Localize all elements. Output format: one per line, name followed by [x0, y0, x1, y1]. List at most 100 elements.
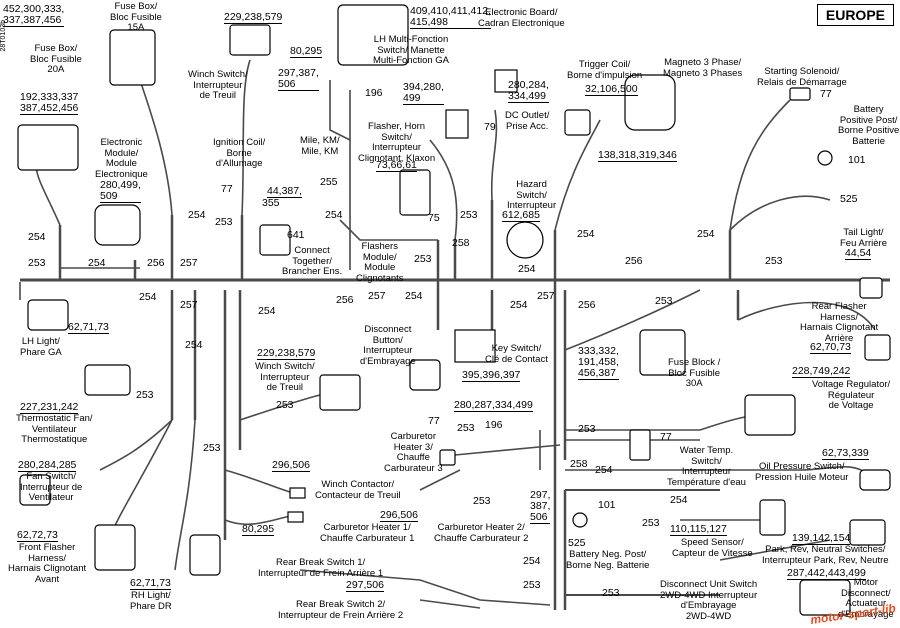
label-lh-multi-function: LH Multi-Fonction Switch/ Manette Multi-…: [373, 34, 450, 66]
wire-number: 254: [28, 231, 46, 243]
label-fuse-box-20a: Fuse Box/ Bloc Fusible 20A: [30, 43, 82, 75]
part-numbers: 62,71,73: [68, 321, 109, 334]
wire-number: 254: [188, 209, 206, 221]
part-numbers: 138,318,319,346: [598, 149, 677, 162]
wire-number: 253: [578, 423, 596, 435]
wire-number: 256: [336, 294, 354, 306]
label-starting-solenoid: Starting Solenoid/ Relais de Démarrage: [757, 66, 847, 88]
wire-number: 254: [523, 555, 541, 567]
wire-number: 196: [365, 87, 383, 99]
label-rh-light: RH Light/ Phare DR: [130, 590, 172, 612]
wire-number: 254: [139, 291, 157, 303]
part-numbers: 110,115,127: [670, 523, 727, 536]
wire-number: 253: [457, 422, 475, 434]
part-numbers: 280,499, 509: [100, 179, 141, 203]
winch-contactor-icon: [289, 487, 306, 499]
label-carb-heater-3: Carburetor Heater 3/ Chauffe Carburateur…: [384, 431, 443, 474]
part-numbers: 229,238,579: [257, 347, 316, 360]
part-numbers: 612,685: [502, 209, 540, 222]
part-numbers: 296,506: [380, 509, 418, 522]
wire-number: 253: [523, 579, 541, 591]
thermostatic-fan-icon: [84, 364, 131, 396]
wire-number: 253: [203, 442, 221, 454]
wire-number: 101: [598, 499, 616, 511]
part-numbers: 229,238,579: [224, 11, 283, 24]
part-numbers: 394,280, 499: [403, 81, 444, 105]
label-fuse-block-30a: Fuse Block / Bloc Fusible 30A: [668, 357, 721, 389]
part-numbers: 280,284, 334,499: [508, 79, 549, 103]
label-flashers-module: Flashers Module/ Module Clignotants: [356, 241, 404, 284]
label-mile-km: Mile, KM/ Mile, KM: [300, 135, 340, 157]
wire-number: 253: [460, 209, 478, 221]
label-trigger-coil: Trigger Coil/ Borne d'impulsion: [567, 59, 643, 81]
wire-number: 257: [537, 290, 555, 302]
label-water-temp: Water Temp. Switch/ Interrupteur Tempéra…: [667, 445, 746, 488]
part-numbers: 192,333,337 387,452,456: [20, 91, 79, 115]
label-winch-contactor: Winch Contactor/ Contacteur de Treuil: [315, 479, 401, 501]
wire-number: 258: [452, 237, 470, 249]
wire-number: 525: [568, 537, 586, 549]
part-numbers: 80,295: [242, 523, 275, 536]
label-oil-pressure: Oil Pressure Switch/ Pression Huile Mote…: [755, 461, 849, 483]
wire-number: 79: [484, 121, 496, 133]
label-electronic-module: Electronic Module/ Module Electronique: [95, 137, 148, 180]
park-switch-icon: [849, 519, 886, 546]
wire-number: 525: [840, 193, 858, 205]
label-fuse-box-15a: Fuse Box/ Bloc Fusible 15A: [110, 1, 162, 33]
region-badge: EUROPE: [816, 4, 894, 26]
label-speed-sensor: Speed Sensor/ Capteur de Vitesse: [672, 537, 753, 559]
wire-number: 253: [28, 257, 46, 269]
wire-number: 254: [325, 209, 343, 221]
label-hazard-switch: Hazard Switch/ Interrupteur: [507, 179, 557, 211]
label-battery-positive: Battery Positive Post/ Borne Positive Ba…: [838, 104, 900, 147]
connect-together-icon: [259, 224, 291, 256]
fuse-box-15a-icon: [109, 29, 156, 86]
label-dc-outlet: DC Outlet/ Prise Acc.: [505, 110, 550, 132]
wire-number: 254: [88, 257, 106, 269]
part-numbers: 228,749,242: [792, 365, 851, 378]
wire-number: 253: [765, 255, 783, 267]
connectors: [17, 4, 891, 616]
fuse-box-20a-icon: [17, 124, 79, 171]
wire-number: 254: [670, 494, 688, 506]
label-carb-heater-1: Carburetor Heater 1/ Chauffe Carburateur…: [320, 522, 415, 544]
wire-number: 257: [368, 290, 386, 302]
wire-number: 254: [518, 263, 536, 275]
fan-switch-icon: [19, 474, 51, 506]
wire-number: 256: [625, 255, 643, 267]
speed-sensor-icon: [759, 499, 786, 536]
label-ignition-coil: Ignition Coil/ Borne d'Allumage: [213, 137, 266, 169]
part-numbers: 333,332, 191,458, 456,387: [578, 345, 619, 380]
wire-number: 254: [697, 228, 715, 240]
harness-wires: [19, 59, 890, 610]
part-numbers: 297,506: [346, 579, 384, 592]
label-fan-switch: Fan Switch/ Interrupteur de Ventilateur: [20, 471, 83, 503]
motor-disconnect-icon: [799, 579, 851, 616]
label-battery-negative: Battery Neg. Post/ Borne Neg. Batterie: [566, 549, 650, 571]
wire-number: 254: [185, 339, 203, 351]
label-winch-switch-2: Winch Switch/ Interrupteur de Treuil: [255, 361, 315, 393]
wire-number: 256: [147, 257, 165, 269]
part-numbers: 62,72,73: [17, 529, 58, 542]
part-numbers: 44,54: [845, 247, 872, 260]
battery-negative-icon: [572, 512, 588, 528]
wire-number: 254: [577, 228, 595, 240]
key-switch-icon: [454, 329, 496, 363]
wire-number: 253: [136, 389, 154, 401]
magneto-icon: [624, 74, 676, 131]
electronic-module-icon: [94, 204, 141, 246]
fuse-block-30a-icon: [639, 329, 686, 376]
wire-number: 253: [414, 253, 432, 265]
voltage-regulator-icon: [744, 394, 796, 436]
wire-number: 254: [405, 290, 423, 302]
label-disconnect-unit-switch: Disconnect Unit Switch 2WD-4WD Interrupt…: [660, 579, 758, 622]
label-rear-break-switch-2: Rear Break Switch 2/ Interrupteur de Fre…: [278, 599, 404, 621]
front-flasher-icon: [94, 524, 136, 571]
part-numbers: 62,73,339: [822, 447, 869, 460]
flashers-module-icon: [399, 169, 431, 216]
part-numbers: 395,396,397: [462, 369, 521, 382]
trigger-coil-icon: [564, 109, 591, 136]
label-key-switch: Key Switch/ Clé de Contact: [485, 343, 548, 365]
